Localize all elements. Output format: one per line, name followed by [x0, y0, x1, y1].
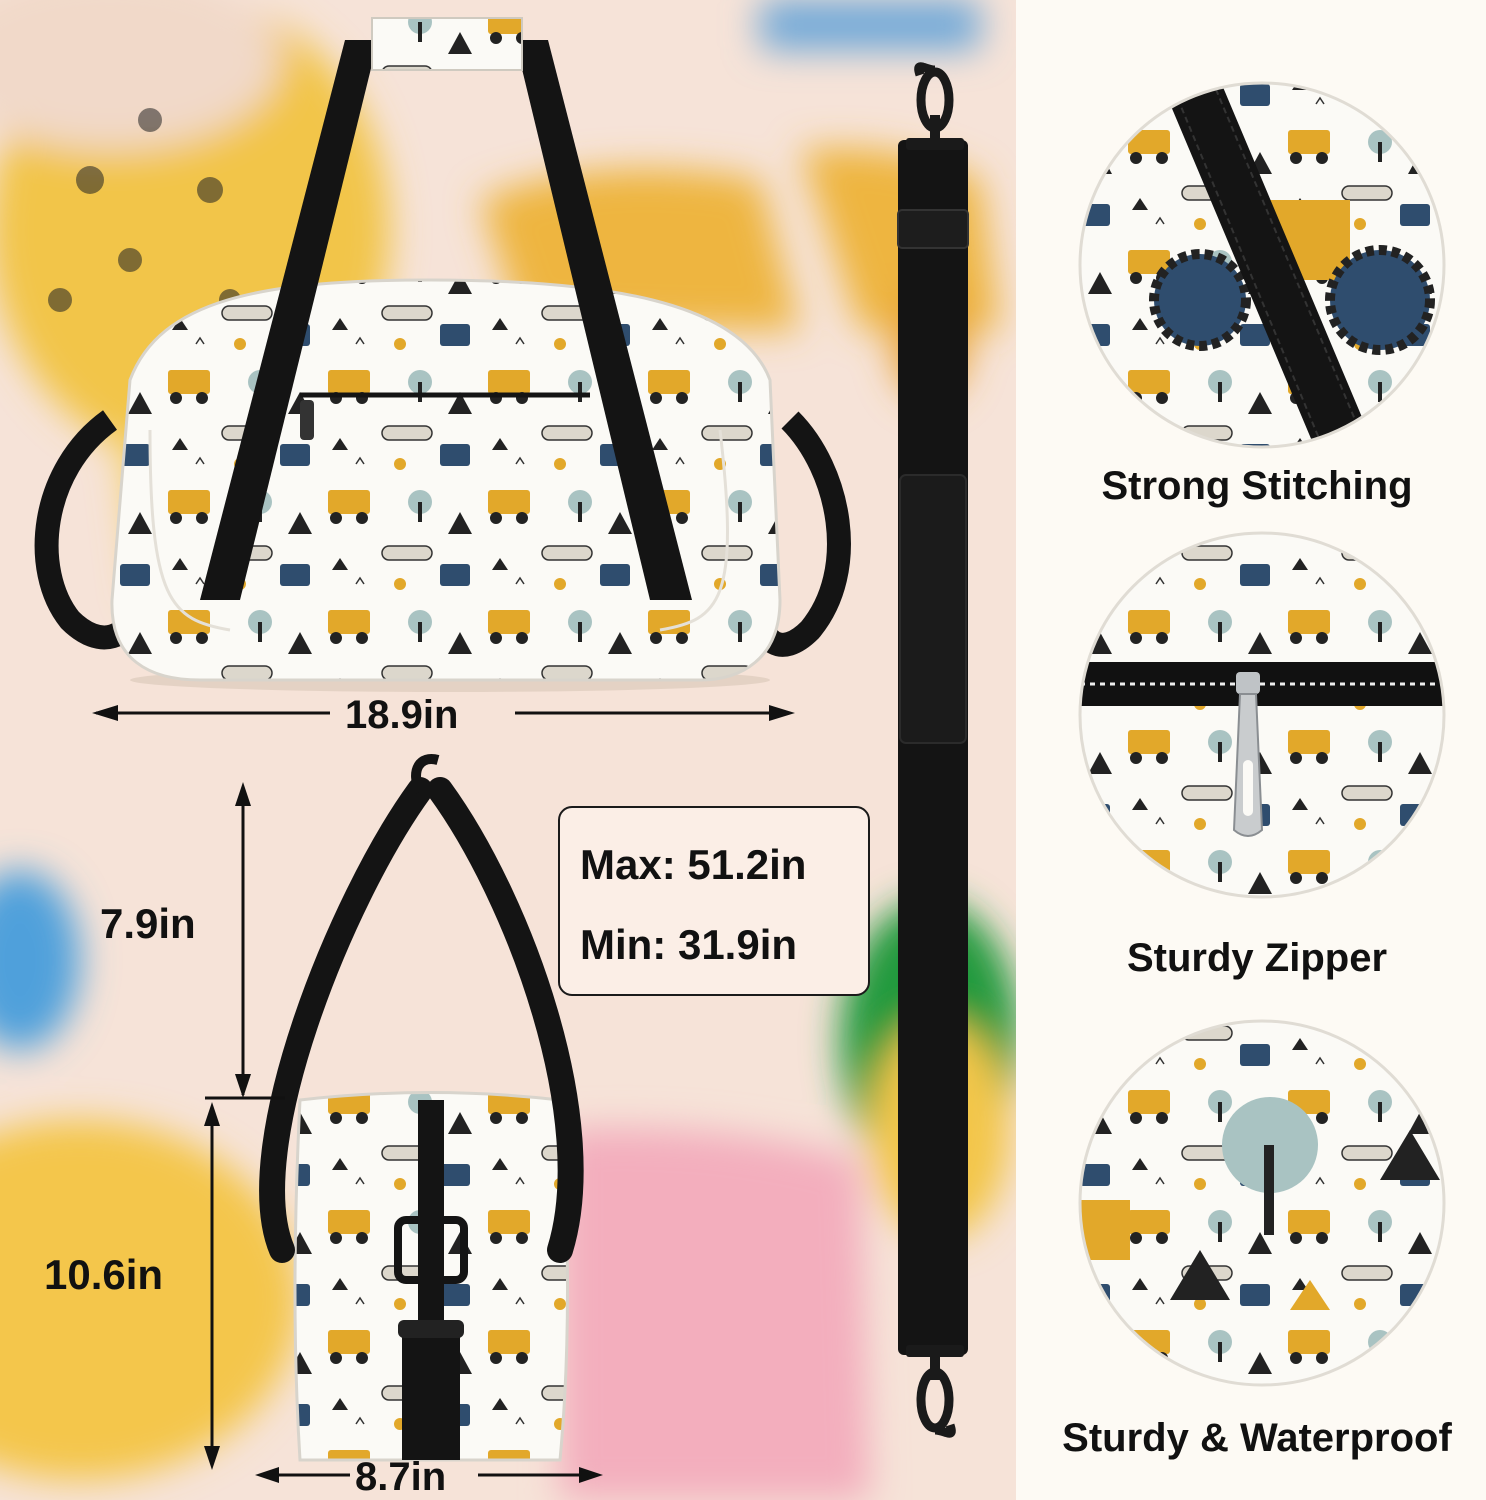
strap-stitching-closeup	[1078, 81, 1446, 449]
feature-label-waterproof: Sturdy & Waterproof	[1062, 1416, 1452, 1460]
handle-drop-label: 7.9in	[100, 900, 196, 947]
width-arrow	[92, 705, 795, 721]
height-label: 10.6in	[44, 1251, 164, 1298]
strap-min-label: Min: 31.9in	[580, 921, 798, 968]
strap-length-box: Max: 51.2in Min: 31.9in	[558, 806, 870, 996]
shoulder-strap	[897, 62, 969, 1438]
feature-label-stitching: Strong Stitching	[1101, 464, 1413, 508]
zipper-closeup	[1078, 531, 1446, 899]
fabric-print-closeup	[1078, 1019, 1446, 1387]
duffel-bag-side	[259, 754, 584, 1462]
height-arrow	[204, 1102, 220, 1470]
depth-arrow	[255, 1467, 603, 1483]
strap-max-label: Max: 51.2in	[580, 841, 807, 888]
duffel-bag-front	[34, 17, 851, 692]
feature-label-zipper: Sturdy Zipper	[1126, 936, 1388, 980]
drop-arrow	[205, 782, 285, 1100]
depth-label: 8.7in	[355, 1455, 447, 1499]
width-label: 18.9in	[345, 693, 459, 737]
